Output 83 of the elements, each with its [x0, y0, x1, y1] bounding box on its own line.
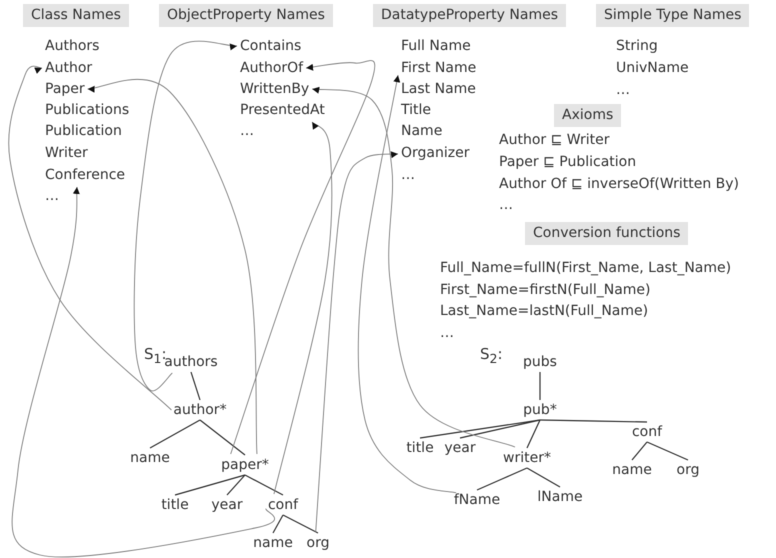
schema-element: conf [632, 423, 662, 441]
tree-line [200, 420, 246, 456]
formula-text: First_Name=firstN(Full_Name) [440, 281, 650, 299]
schema-element: authors [164, 353, 218, 371]
mapping-arrow [315, 150, 398, 532]
ontology-term: Contains [240, 37, 302, 55]
ontology-term: Last Name [401, 80, 476, 98]
schema-element: name [612, 461, 652, 479]
tree-line [420, 419, 540, 439]
ontology-term: Publication [45, 122, 122, 140]
ontology-term: Paper [45, 80, 85, 98]
ontology-term: Conference [45, 166, 126, 184]
schema-element: name [130, 449, 170, 467]
mapping-arrow [358, 74, 457, 494]
schema-element: org [676, 461, 700, 479]
schema-element: fName [454, 491, 500, 509]
formula-text: Full_Name=fullN(First_Name, Last_Name) [440, 259, 732, 277]
schema-element: name [253, 534, 293, 552]
section-header: Class Names [23, 4, 129, 27]
section-header: ObjectProperty Names [159, 4, 333, 27]
formula-text: Author Of ⊑ inverseOf(Written By) [499, 175, 740, 193]
ontology-term: PresentedAt [240, 101, 325, 119]
schema-element: org [306, 534, 330, 552]
section-header: Simple Type Names [596, 4, 750, 27]
formula-text: … [499, 196, 513, 214]
tree-line [540, 419, 648, 423]
ontology-term: … [401, 166, 415, 184]
formula-text: Last_Name=lastN(Full_Name) [440, 302, 648, 320]
ontology-term: AuthorOf [240, 59, 304, 77]
schema-element: pubs [523, 353, 557, 371]
ontology-term: … [45, 187, 59, 205]
ontology-term: Full Name [401, 37, 471, 55]
schema-element: year [444, 439, 476, 457]
ontology-term: … [240, 122, 254, 140]
tree-line [646, 441, 688, 461]
tree-line [460, 419, 540, 439]
ontology-term: String [616, 37, 658, 55]
tree-line [174, 474, 246, 496]
schema-element: conf [268, 496, 298, 514]
ontology-term: Organizer [401, 144, 470, 162]
tree-line [272, 514, 284, 534]
ontology-term: … [616, 81, 630, 99]
section-header: Conversion functions [525, 222, 688, 245]
schema-element: title [406, 439, 434, 457]
tree-line [632, 442, 648, 460]
schema-element: author* [173, 401, 227, 419]
formula-text: … [440, 324, 454, 342]
section-header: DatatypeProperty Names [373, 4, 566, 27]
ontology-term: Title [401, 101, 432, 119]
tree-line [539, 372, 541, 400]
mapping-arrow [12, 186, 276, 558]
schema-element: title [161, 496, 189, 514]
schema-element: pub* [523, 401, 557, 419]
schema-element: paper* [221, 456, 269, 474]
tree-line [190, 372, 201, 400]
ontology-term: Authors [45, 37, 100, 55]
mapping-arrow [230, 60, 376, 454]
mapping-arrow [274, 122, 332, 494]
tree-line [526, 467, 560, 488]
mapping-arrow [87, 78, 258, 454]
tree-line [244, 474, 284, 496]
ontology-term: Writer [45, 144, 88, 162]
mapping-arrow [8, 65, 172, 410]
schema-element: year [211, 496, 243, 514]
schema-label: S$_{2}$: [480, 345, 503, 368]
tree-line [526, 420, 541, 448]
mapping-arrow [312, 86, 516, 448]
ontology-term: UnivName [616, 59, 689, 77]
schema-element: writer* [503, 449, 551, 467]
mapping-arrow [134, 40, 238, 392]
ontology-term: Name [401, 122, 442, 140]
tree-line [226, 474, 246, 496]
schema-element: lName [537, 488, 583, 506]
ontology-term: Author [45, 59, 92, 77]
section-header: Axioms [554, 104, 622, 127]
ontology-term: First Name [401, 59, 476, 77]
tree-line [150, 419, 200, 449]
formula-text: Paper ⊑ Publication [499, 153, 636, 171]
tree-line [476, 467, 528, 491]
ontology-term: WrittenBy [240, 80, 310, 98]
tree-line [282, 514, 318, 534]
ontology-term: Publications [45, 101, 130, 119]
formula-text: Author ⊑ Writer [499, 131, 610, 149]
